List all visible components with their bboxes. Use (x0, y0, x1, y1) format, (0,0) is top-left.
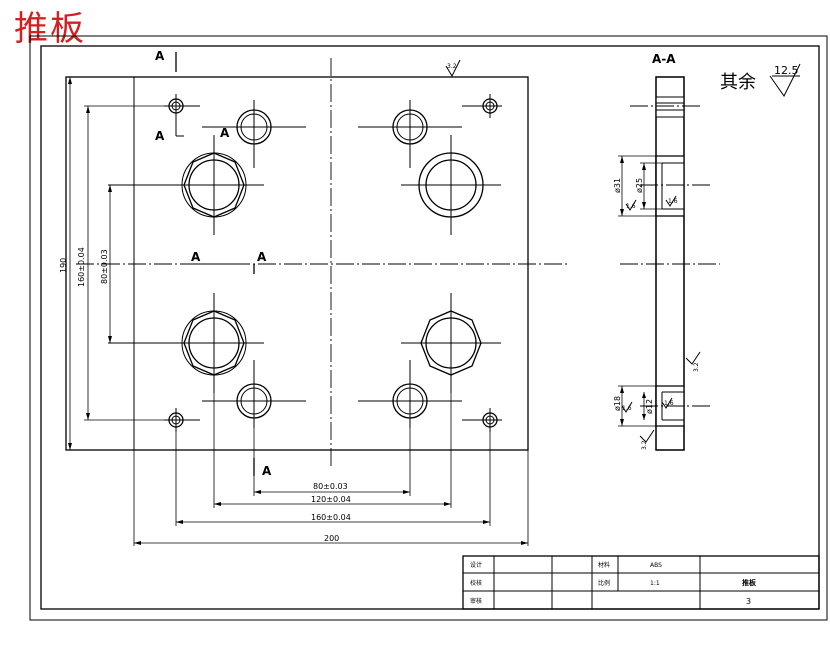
dimension-200: 200 (324, 534, 339, 543)
rest-finish-label: 其余 (720, 72, 756, 93)
roughness-value: 1.6 (664, 400, 674, 407)
section-view: A-A ø31 ø25 (613, 52, 720, 451)
dimension-120-horizontal: 120±0.04 (311, 495, 351, 504)
material-value: ABS (650, 562, 662, 569)
horizontal-dimensions: 80±0.03 120±0.04 160±0.04 200 (133, 375, 529, 546)
screw-hole (202, 360, 306, 428)
section-mark-a: A (191, 250, 201, 264)
screw-hole (358, 360, 462, 428)
section-mark-a: A (262, 464, 272, 478)
scale-label: 比例 (598, 579, 610, 587)
front-view: A A A A A A 3.2 (65, 49, 568, 478)
drawing-title-stamp: 推板 (14, 9, 86, 49)
dimension-phi12: ø12 (645, 399, 654, 414)
section-mark-a: A (257, 250, 267, 264)
roughness-value: 1.6 (626, 203, 636, 210)
outer-border (29, 35, 828, 621)
dimension-80-vertical: 80±0.03 (100, 249, 109, 284)
dimension-190: 190 (59, 258, 68, 273)
dimension-phi25: ø25 (635, 178, 644, 193)
rest-finish-value: 12.5 (774, 64, 799, 77)
review-label: 审核 (470, 597, 482, 605)
title-block: 设计 校核 审核 材料 ABS 比例 1:1 推板 3 (462, 555, 820, 610)
dimension-phi31: ø31 (613, 178, 622, 193)
material-label: 材料 (598, 561, 610, 569)
scale-value: 1:1 (650, 580, 660, 587)
section-mark-a: A (155, 49, 165, 63)
dimension-phi18: ø18 (613, 396, 622, 411)
roughness-value: 3.2 (447, 63, 457, 70)
design-label: 设计 (470, 561, 482, 569)
dimension-160-horizontal: 160±0.04 (311, 513, 351, 522)
roughness-value: 3.2 (693, 362, 700, 372)
screw-hole (358, 100, 462, 168)
ejector-hole (108, 135, 264, 235)
ejector-hole (108, 293, 264, 393)
pin-hole (462, 94, 502, 118)
roughness-value: 1.6 (622, 405, 632, 412)
roughness-value: 3.2 (641, 440, 648, 450)
inner-border (40, 45, 820, 610)
vertical-dimensions: 190 160±0.04 80±0.03 (59, 76, 176, 450)
rest-finish-note: 其余 12.5 (720, 63, 801, 97)
screw-hole (202, 100, 306, 168)
roughness-value: 1.6 (668, 198, 678, 205)
section-mark-a: A (155, 129, 165, 143)
section-mark-a: A (220, 126, 230, 140)
dimension-160-vertical: 160±0.04 (77, 247, 86, 287)
check-label: 校核 (470, 579, 482, 587)
pin-hole (462, 408, 502, 432)
section-view-title: A-A (652, 52, 676, 66)
plate-outline (65, 76, 529, 451)
ejector-hole (401, 135, 501, 235)
dimension-80-horizontal: 80±0.03 (313, 482, 348, 491)
part-name: 推板 (742, 578, 757, 587)
sheet-number: 3 (746, 597, 751, 606)
